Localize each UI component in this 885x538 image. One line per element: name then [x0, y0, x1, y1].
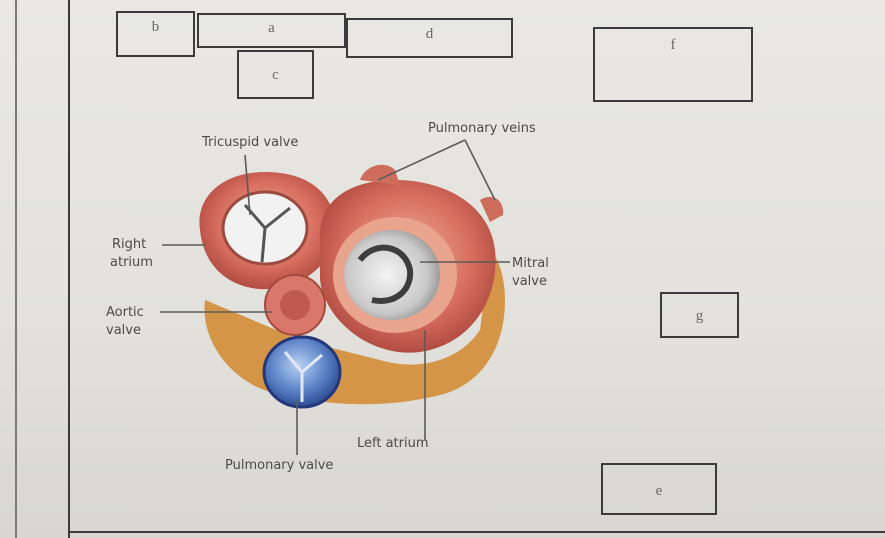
label-mitral-valve-line2: valve — [512, 273, 547, 291]
label-pulmonary-valve: Pulmonary valve — [225, 457, 333, 475]
label-aortic-valve-line1: Aortic — [106, 304, 144, 322]
aortic-valve-inner — [280, 290, 310, 320]
label-tricuspid-valve: Tricuspid valve — [202, 134, 298, 152]
label-left-atrium: Left atrium — [357, 435, 429, 453]
label-aortic-valve-line2: valve — [106, 322, 141, 340]
leader-pulmonary-veins-1 — [378, 140, 465, 180]
label-right-atrium-line2: atrium — [110, 254, 153, 272]
label-mitral-valve-line1: Mitral — [512, 255, 549, 273]
label-right-atrium-line1: Right — [112, 236, 146, 254]
label-pulmonary-veins: Pulmonary veins — [428, 120, 536, 138]
pulmonary-vein-stub-right — [480, 197, 503, 222]
pulmonary-vein-stub — [360, 165, 400, 185]
mitral-valve-opening — [344, 230, 440, 320]
leader-pulmonary-veins-2 — [465, 140, 495, 200]
